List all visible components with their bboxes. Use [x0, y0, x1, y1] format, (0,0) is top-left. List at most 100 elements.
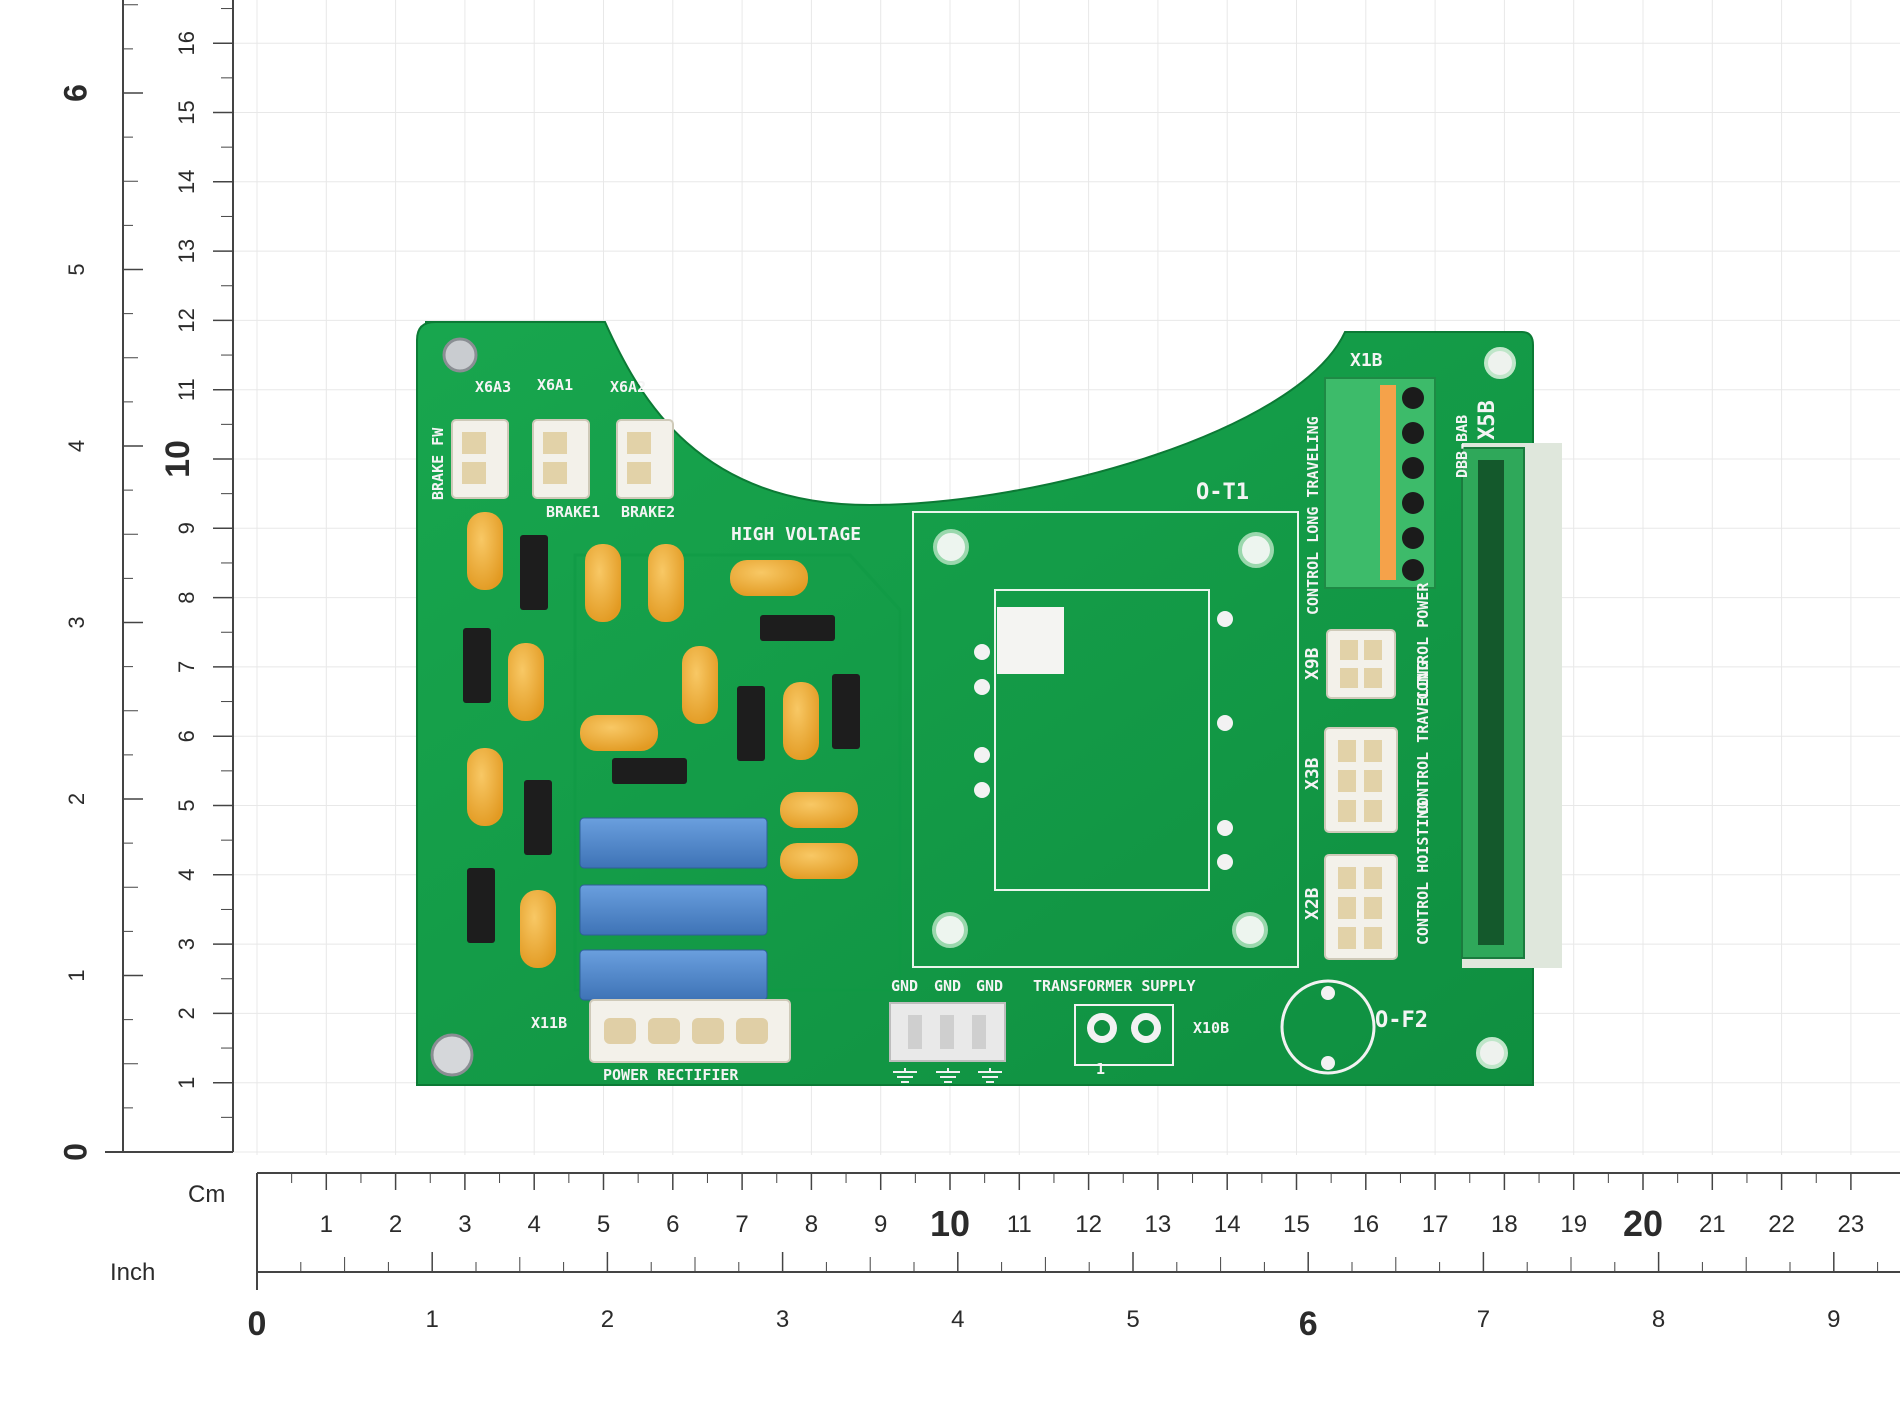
label-x6a3: X6A3	[475, 378, 511, 396]
inch-tick-label: 8	[1652, 1306, 1665, 1333]
cm-tick-label-vertical: 12	[174, 308, 199, 332]
mounting-hole	[1484, 347, 1516, 379]
connector-x11b	[589, 999, 791, 1063]
cm-tick-label: 5	[597, 1211, 610, 1238]
cm-unit-label: Cm	[188, 1181, 225, 1208]
inch-tick-label: 1	[426, 1306, 439, 1333]
label-x6a2: X6A2	[610, 378, 646, 396]
inch-tick-label: 3	[776, 1306, 789, 1333]
ceramic-capacitors	[467, 512, 858, 968]
connector-x6a1	[532, 419, 590, 499]
connector-x2b	[1324, 854, 1398, 960]
cm-tick-label-vertical: 6	[174, 730, 199, 742]
label-brake1: BRAKE1	[546, 503, 600, 521]
label-x3b: X3B	[1302, 757, 1323, 790]
cm-tick-label: 14	[1214, 1211, 1241, 1238]
cm-tick-label: 9	[874, 1211, 887, 1238]
inch-tick-label-vertical: 4	[64, 440, 89, 452]
cm-tick-label-vertical: 13	[174, 239, 199, 263]
label-gnd-3: GND	[976, 977, 1003, 995]
cm-tick-label: 8	[805, 1211, 818, 1238]
inch-tick-label-vertical: 3	[64, 616, 89, 628]
label-gnd-2: GND	[934, 977, 961, 995]
cm-tick-label: 13	[1145, 1211, 1172, 1238]
connector-x10b	[1074, 1004, 1174, 1066]
inch-tick-label-vertical: 1	[64, 969, 89, 981]
cm-tick-label-vertical: 8	[174, 591, 199, 603]
cm-tick-label-vertical: 16	[174, 31, 199, 55]
label-brake2: BRAKE2	[621, 503, 675, 521]
cm-tick-label-vertical: 15	[174, 100, 199, 124]
inch-tick-label-vertical: 6	[57, 84, 93, 102]
label-x5b: X5B	[1475, 400, 1500, 440]
inch-tick-label: 6	[1299, 1305, 1318, 1343]
transformer-pad	[997, 607, 1064, 674]
label-x11b: X11B	[531, 1014, 567, 1032]
label-o-f2: O-F2	[1375, 1008, 1428, 1033]
transformer-footprint	[912, 511, 1299, 968]
label-x2b: X2B	[1302, 887, 1323, 920]
cm-tick-label: 22	[1768, 1211, 1795, 1238]
transformer-core-outline	[994, 589, 1210, 891]
label-gnd-1: GND	[891, 977, 918, 995]
cm-tick-label-vertical: 1	[174, 1077, 199, 1089]
cm-tick-label-vertical: 10	[159, 440, 197, 478]
cm-tick-label-vertical: 2	[174, 1007, 199, 1019]
cm-tick-label: 19	[1560, 1211, 1587, 1238]
label-o-t1: O-T1	[1196, 480, 1249, 505]
terminal-block-x1b	[1324, 377, 1436, 589]
cm-tick-label: 2	[389, 1211, 402, 1238]
cm-tick-label-vertical: 3	[174, 938, 199, 950]
inch-tick-label: 7	[1477, 1306, 1490, 1333]
label-x9b: X9B	[1302, 647, 1323, 680]
inch-tick-label-vertical: 0	[57, 1143, 93, 1161]
inch-tick-label-vertical: 2	[64, 793, 89, 805]
connector-x6a2	[616, 419, 674, 499]
cm-tick-label-vertical: 4	[174, 869, 199, 881]
cm-tick-label: 6	[666, 1211, 679, 1238]
connector-x3b	[1324, 727, 1398, 833]
cm-tick-label-vertical: 9	[174, 522, 199, 534]
label-control-power: CONTROL POWER	[1414, 582, 1432, 700]
label-x10b: X10B	[1193, 1019, 1229, 1037]
mounting-screw	[430, 1033, 474, 1077]
connector-x9b	[1326, 629, 1396, 699]
film-capacitors	[579, 817, 768, 1001]
label-x1b: X1B	[1350, 350, 1383, 371]
inch-tick-label: 5	[1126, 1306, 1139, 1333]
label-high-voltage: HIGH VOLTAGE	[731, 524, 861, 545]
cm-tick-label-vertical: 14	[174, 170, 199, 194]
inch-tick-label-vertical: 5	[64, 263, 89, 275]
cm-tick-label: 4	[528, 1211, 541, 1238]
cm-tick-label: 17	[1422, 1211, 1449, 1238]
inch-unit-label: Inch	[110, 1259, 155, 1286]
cm-tick-label: 7	[735, 1211, 748, 1238]
cm-tick-label-vertical: 7	[174, 661, 199, 673]
gnd-connector	[889, 1002, 1006, 1062]
cm-tick-label: 11	[1007, 1211, 1032, 1238]
inch-tick-label: 0	[248, 1305, 267, 1343]
label-power-rectifier: POWER RECTIFIER	[603, 1066, 739, 1084]
header-x5b	[1461, 443, 1562, 968]
cm-tick-label: 20	[1623, 1203, 1663, 1244]
label-pin-1: 1	[1096, 1060, 1105, 1078]
cm-tick-label: 15	[1283, 1211, 1310, 1238]
label-control-traveling: CONTROL TRAVELING	[1414, 661, 1432, 815]
label-brake-fw: BRAKE FW	[429, 427, 447, 500]
label-transformer-supply: TRANSFORMER SUPPLY	[1033, 977, 1196, 995]
mounting-hole	[1476, 1037, 1508, 1069]
inch-tick-label: 4	[951, 1306, 964, 1333]
cm-tick-label-vertical: 11	[174, 378, 199, 401]
cm-tick-label: 18	[1491, 1211, 1518, 1238]
connector-x6a3	[451, 419, 509, 499]
label-x6a1: X6A1	[537, 376, 573, 394]
cm-tick-label: 1	[320, 1211, 333, 1238]
cm-tick-label: 12	[1075, 1211, 1102, 1238]
ground-symbols	[893, 1068, 1002, 1083]
cm-tick-label: 23	[1838, 1211, 1865, 1238]
cm-tick-label: 10	[930, 1203, 970, 1244]
cm-tick-label-vertical: 5	[174, 799, 199, 811]
label-control-hoisting: CONTROL HOISTING	[1414, 801, 1432, 946]
